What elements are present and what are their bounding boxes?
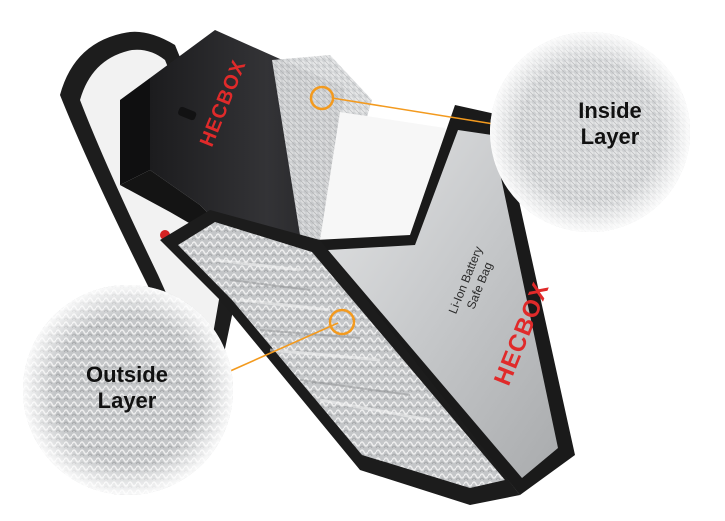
inside-layer-label: Inside Layer [555,98,665,151]
inside-layer-panel [272,55,372,248]
outside-layer-zoom [23,285,233,495]
outside-marker [328,308,356,336]
outside-callout-line [227,322,339,373]
outside-label-line1: Outside [86,362,168,387]
inside-marker [309,85,335,111]
inside-callout-line [331,97,501,126]
inside-label-line1: Inside [578,98,642,123]
bag-front [160,105,575,505]
outside-label-line2: Layer [97,388,157,414]
inside-layer-zoom [490,32,690,232]
outside-layer-label: Outside Layer [62,362,192,415]
inside-label-line2: Layer [580,124,640,150]
